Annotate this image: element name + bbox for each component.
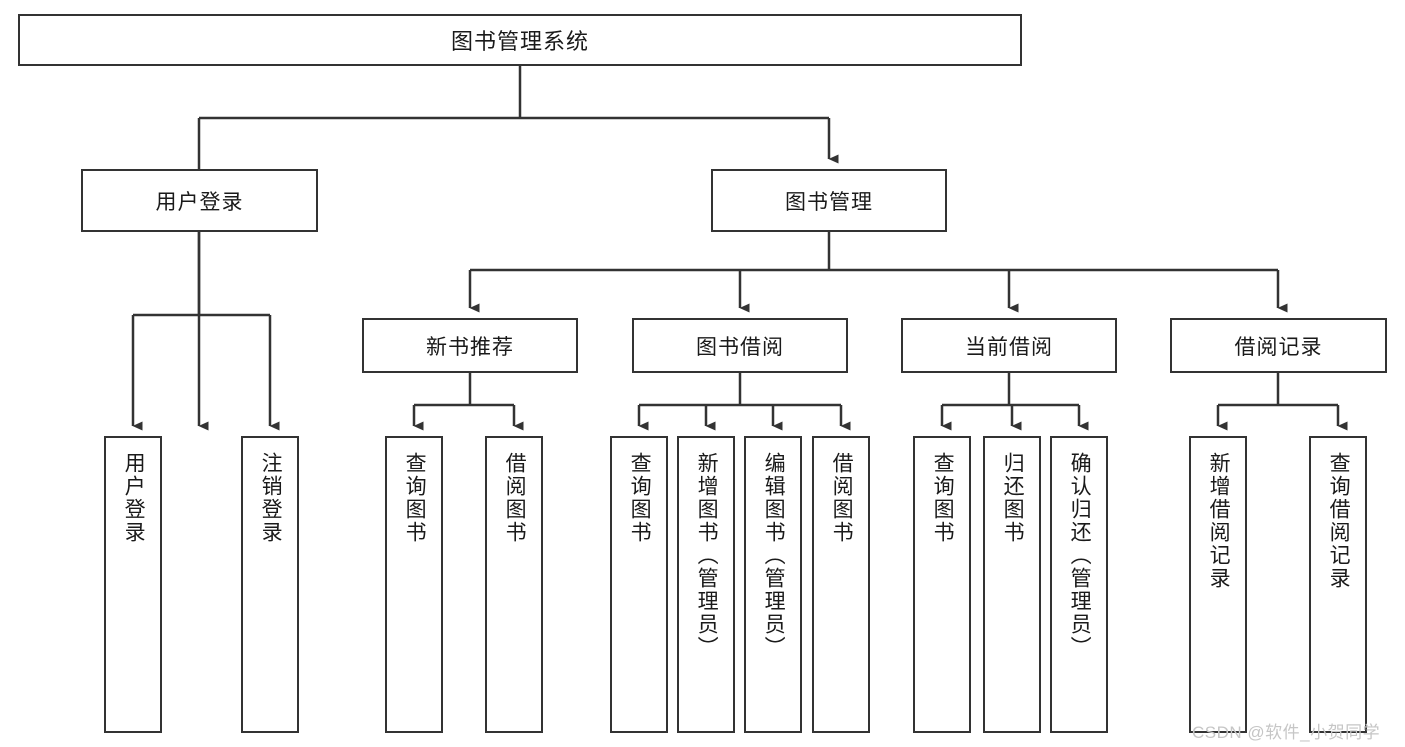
leaf-query-book-current-label: 查询图书	[931, 452, 955, 544]
leaf-query-book-current[interactable]: 查询图书	[913, 436, 971, 733]
leaf-return-book-label: 归还图书	[1001, 452, 1025, 544]
leaf-user-login-label: 用户登录	[122, 452, 146, 544]
node-book-management[interactable]: 图书管理	[711, 169, 947, 232]
node-user-login[interactable]: 用户登录	[81, 169, 318, 232]
node-user-login-label: 用户登录	[155, 190, 244, 214]
leaf-edit-book-admin[interactable]: 编辑图书（管理员）	[744, 436, 802, 733]
leaf-edit-book-admin-label: 编辑图书（管理员）	[762, 452, 786, 659]
leaf-query-book-borrow[interactable]: 查询图书	[610, 436, 668, 733]
leaf-add-book-admin-label: 新增图书（管理员）	[695, 452, 719, 659]
node-new-book-recommend-label: 新书推荐	[426, 335, 514, 359]
leaf-add-borrow-record-label: 新增借阅记录	[1207, 452, 1231, 590]
node-root[interactable]: 图书管理系统	[18, 14, 1022, 66]
leaf-borrow-book-recommend[interactable]: 借阅图书	[485, 436, 543, 733]
node-root-label: 图书管理系统	[450, 29, 589, 54]
node-book-borrow[interactable]: 图书借阅	[632, 318, 848, 373]
leaf-borrow-book-recommend-label: 借阅图书	[503, 452, 527, 544]
watermark: CSDN @软件_小贺同学	[1192, 723, 1381, 742]
node-book-borrow-label: 图书借阅	[696, 335, 784, 359]
leaf-user-login[interactable]: 用户登录	[104, 436, 162, 733]
leaf-query-borrow-record[interactable]: 查询借阅记录	[1309, 436, 1367, 733]
node-current-borrow-label: 当前借阅	[965, 335, 1053, 359]
leaf-query-borrow-record-label: 查询借阅记录	[1327, 452, 1351, 590]
leaf-add-borrow-record[interactable]: 新增借阅记录	[1189, 436, 1247, 733]
leaf-add-book-admin[interactable]: 新增图书（管理员）	[677, 436, 735, 733]
leaf-return-book[interactable]: 归还图书	[983, 436, 1041, 733]
leaf-query-book-recommend[interactable]: 查询图书	[385, 436, 443, 733]
leaf-confirm-return-admin-label: 确认归还（管理员）	[1068, 452, 1092, 659]
leaf-query-book-recommend-label: 查询图书	[403, 452, 427, 544]
leaf-logout-label: 注销登录	[259, 452, 283, 544]
leaf-logout[interactable]: 注销登录	[241, 436, 299, 733]
leaf-borrow-book-label: 借阅图书	[830, 452, 854, 544]
leaf-query-book-borrow-label: 查询图书	[628, 452, 652, 544]
node-borrow-record[interactable]: 借阅记录	[1170, 318, 1387, 373]
leaf-confirm-return-admin[interactable]: 确认归还（管理员）	[1050, 436, 1108, 733]
node-current-borrow[interactable]: 当前借阅	[901, 318, 1117, 373]
node-book-management-label: 图书管理	[785, 190, 873, 214]
node-borrow-record-label: 借阅记录	[1234, 335, 1323, 359]
node-new-book-recommend[interactable]: 新书推荐	[362, 318, 578, 373]
leaf-borrow-book[interactable]: 借阅图书	[812, 436, 870, 733]
